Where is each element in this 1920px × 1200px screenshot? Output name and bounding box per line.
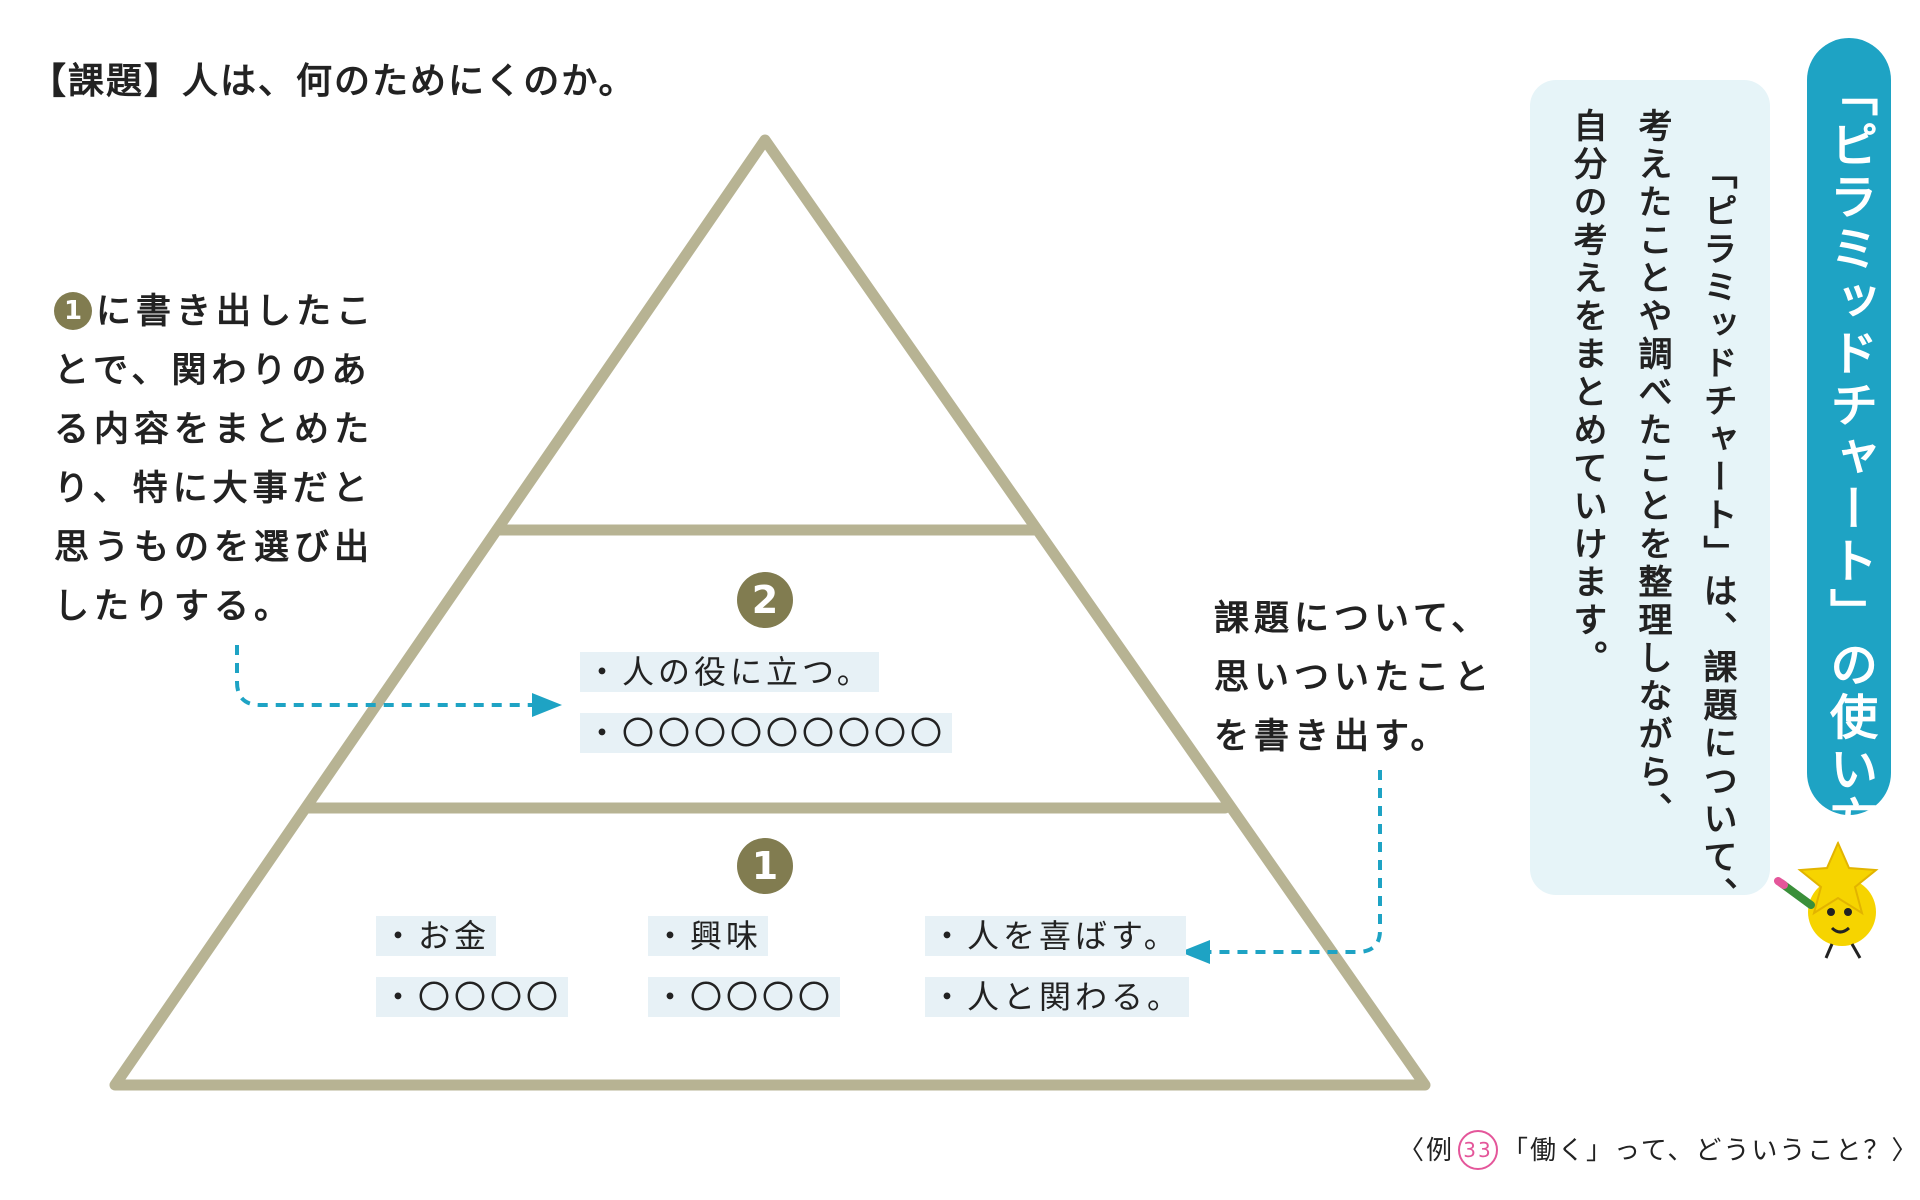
guide-panel [1530,80,1770,895]
left-note-line-6: したりする。 [54,587,295,627]
tier-2-item-2: ・〇〇〇〇〇〇〇〇〇 [580,713,953,753]
tier-1-item-please-people: ・人を喜ばす。 [925,916,1186,956]
guide-line-1: 「ピラミッドチャート」は、課題について、 [1697,155,1737,915]
left-note-arrow [235,645,540,707]
left-note-line-4: り、特に大事だと [54,469,373,509]
tier-1-item-money: ・お金 [376,916,497,956]
footer-prefix: 〈例 [1398,1136,1455,1166]
right-note-line-1: 課題について、 [1214,599,1492,639]
tier-2-item-1: ・人の役に立つ。 [580,652,879,692]
left-note-line-5: 思うものを選び出 [54,528,375,568]
tier-1-item-relate-people: ・人と関わる。 [925,977,1190,1017]
left-arrow-head-icon [532,693,562,717]
tier-1-ref-marker: 1 [54,292,92,330]
star-mascot-icon [1774,840,1879,959]
right-arrow-head-icon [1180,940,1210,964]
left-note-line-3: る内容をまとめた [54,410,375,450]
task-title: 【課題】人は、何のためにくのか。 [30,61,637,102]
pyramid-outline [109,134,1431,1091]
tier-2-number: 2 [737,572,793,628]
left-note-text-1: に書き出したこ [96,292,377,332]
right-note-arrow [1210,770,1382,954]
method-banner-title: 「ピラミッドチャート」の使い方 [1821,68,1877,848]
tier-1-item-blank-1: ・〇〇〇〇 [376,977,569,1017]
guide-line-2: 考えたことや調べたことを整理しながら、 [1632,108,1672,830]
tier-1-item-interest: ・興味 [648,916,769,956]
footer-title: 「働く」って、どういうこと？〉 [1502,1136,1920,1166]
right-note: 課題について、 思いついたこと を書き出す。 [1214,590,1514,767]
right-note-line-3: を書き出す。 [1214,717,1451,757]
guide-line-3: 自分の考えをまとめていけます。 [1567,108,1607,678]
tier-1-number: 1 [737,838,793,894]
method-banner: 「ピラミッドチャート」の使い方 [1807,38,1891,848]
right-note-line-2: 思いついたこと [1214,658,1495,698]
left-note-line-2: とで、関わりのあ [54,351,372,391]
footer-number-circle: 33 [1458,1130,1499,1170]
tier-1-item-blank-2: ・〇〇〇〇 [648,977,841,1017]
